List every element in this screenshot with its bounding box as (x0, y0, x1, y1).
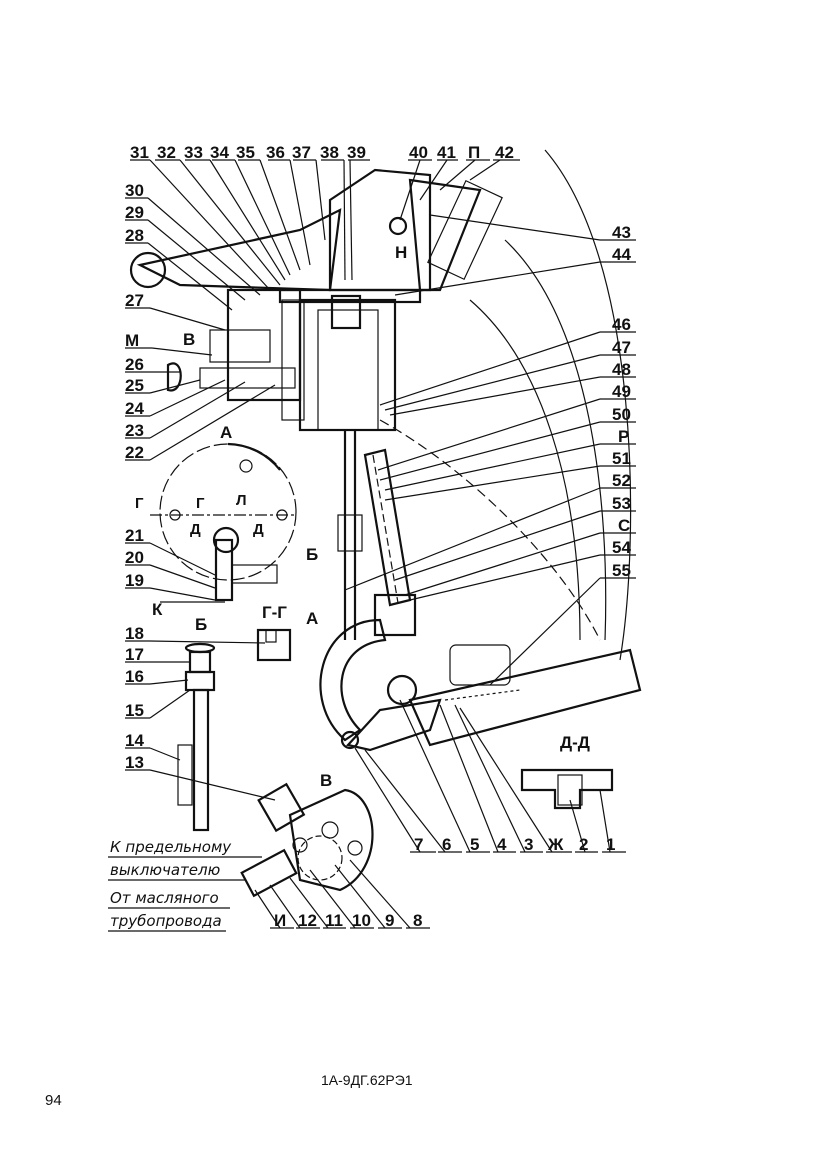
callout-48: 48 (612, 360, 631, 379)
callout-12: 12 (298, 911, 317, 930)
leader-lines (108, 159, 636, 932)
view-v-title: В (320, 771, 332, 790)
callout-15: 15 (125, 701, 144, 720)
mark-d2: Д (253, 521, 264, 538)
arrow-b-label: Б (306, 545, 318, 564)
handwheel (166, 362, 182, 392)
view-b-drawing (177, 642, 216, 832)
callout-37: 37 (292, 143, 311, 162)
callout-zh: Ж (547, 835, 564, 854)
view-b-title: Б (195, 615, 207, 634)
callout-i: И (274, 911, 286, 930)
callout-33: 33 (184, 143, 203, 162)
section-dd-title: Д-Д (560, 733, 590, 752)
callout-9: 9 (385, 911, 394, 930)
callout-h: Н (395, 243, 407, 262)
callout-36: 36 (266, 143, 285, 162)
caption-limit-switch-line2: выключателю (110, 861, 220, 879)
callout-19: 19 (125, 571, 144, 590)
callout-41: 41 (437, 143, 456, 162)
callout-55: 55 (612, 561, 631, 580)
view-a-title: А (220, 423, 232, 442)
callouts-right: 43 44 Н 46 47 48 49 50 Р 51 52 53 С 54 5… (395, 223, 631, 580)
callout-p: П (468, 143, 480, 162)
captions: К предельному выключателю От масляного т… (110, 838, 232, 930)
callout-27: 27 (125, 291, 144, 310)
view-a-drawing (150, 442, 297, 603)
callout-31: 31 (130, 143, 149, 162)
page-number: 94 (45, 1092, 62, 1109)
document-code: 1А-9ДГ.62РЭ1 (321, 1072, 413, 1088)
callout-24: 24 (125, 399, 144, 418)
main-assembly (129, 149, 642, 752)
callout-16: 16 (125, 667, 144, 686)
callout-29: 29 (125, 203, 144, 222)
callout-10: 10 (352, 911, 371, 930)
section-gg-title: Г-Г (262, 603, 287, 622)
callout-18: 18 (125, 624, 144, 643)
callout-13: 13 (125, 753, 144, 772)
callout-53: 53 (612, 494, 631, 513)
callout-49: 49 (612, 382, 631, 401)
callout-6: 6 (442, 835, 451, 854)
callout-5: 5 (470, 835, 479, 854)
callout-44: 44 (612, 245, 631, 264)
mark-d1: Д (190, 521, 201, 538)
callout-8: 8 (413, 911, 422, 930)
callout-21: 21 (125, 526, 144, 545)
mark-g1: Г (135, 495, 144, 512)
view-labels: А Б В Г-Г Д-Д Г Г Д Д Л Б А (135, 423, 590, 790)
callout-k: К (152, 600, 163, 619)
callout-26: 26 (125, 355, 144, 374)
callout-54: 54 (612, 538, 631, 557)
callout-42: 42 (495, 143, 514, 162)
callout-7: 7 (414, 835, 423, 854)
callout-25: 25 (125, 376, 144, 395)
callouts-bottom-left: И 12 11 10 9 8 (274, 911, 422, 930)
callout-4: 4 (497, 835, 507, 854)
caption-limit-switch-line1: К предельному (110, 838, 232, 856)
callout-46: 46 (612, 315, 631, 334)
callout-23: 23 (125, 421, 144, 440)
section-dd-drawing (520, 768, 614, 810)
callout-35: 35 (236, 143, 255, 162)
callouts-detail-left: 21 20 19 К 18 17 16 15 14 13 (125, 526, 163, 772)
callout-2: 2 (579, 835, 588, 854)
callout-1: 1 (606, 835, 615, 854)
callout-22: 22 (125, 443, 144, 462)
callout-52: 52 (612, 471, 631, 490)
mark-g2: Г (196, 495, 205, 512)
callout-50: 50 (612, 405, 631, 424)
arrow-a-label: А (306, 609, 318, 628)
callout-v-left: В (183, 330, 195, 349)
mark-l: Л (236, 492, 247, 509)
lever-knob (129, 251, 167, 289)
callout-c: С (618, 516, 630, 535)
callout-51: 51 (612, 449, 631, 468)
callouts-bottom-right: 7 6 5 4 3 Ж 2 1 (414, 835, 615, 854)
caption-oil-line2: трубопровода (110, 912, 222, 930)
callout-20: 20 (125, 548, 144, 567)
callout-14: 14 (125, 731, 144, 750)
callout-11: 11 (325, 911, 343, 930)
callout-32: 32 (157, 143, 176, 162)
callout-30: 30 (125, 181, 144, 200)
callouts-left: 30 29 28 27 В М 26 25 24 23 22 (125, 181, 195, 462)
callout-43: 43 (612, 223, 631, 242)
callout-28: 28 (125, 226, 144, 245)
callouts-top: 31 32 33 34 35 36 37 38 39 40 41 П 42 (130, 143, 514, 162)
callout-38: 38 (320, 143, 339, 162)
callout-39: 39 (347, 143, 366, 162)
callout-47: 47 (612, 338, 631, 357)
callout-34: 34 (210, 143, 229, 162)
callout-40: 40 (409, 143, 428, 162)
view-v-drawing (240, 782, 374, 898)
callout-17: 17 (125, 645, 144, 664)
callout-r: Р (618, 427, 629, 446)
callout-m: М (125, 331, 139, 350)
caption-oil-line1: От масляного (110, 889, 219, 907)
section-gg-drawing (256, 628, 292, 662)
callout-3: 3 (524, 835, 533, 854)
